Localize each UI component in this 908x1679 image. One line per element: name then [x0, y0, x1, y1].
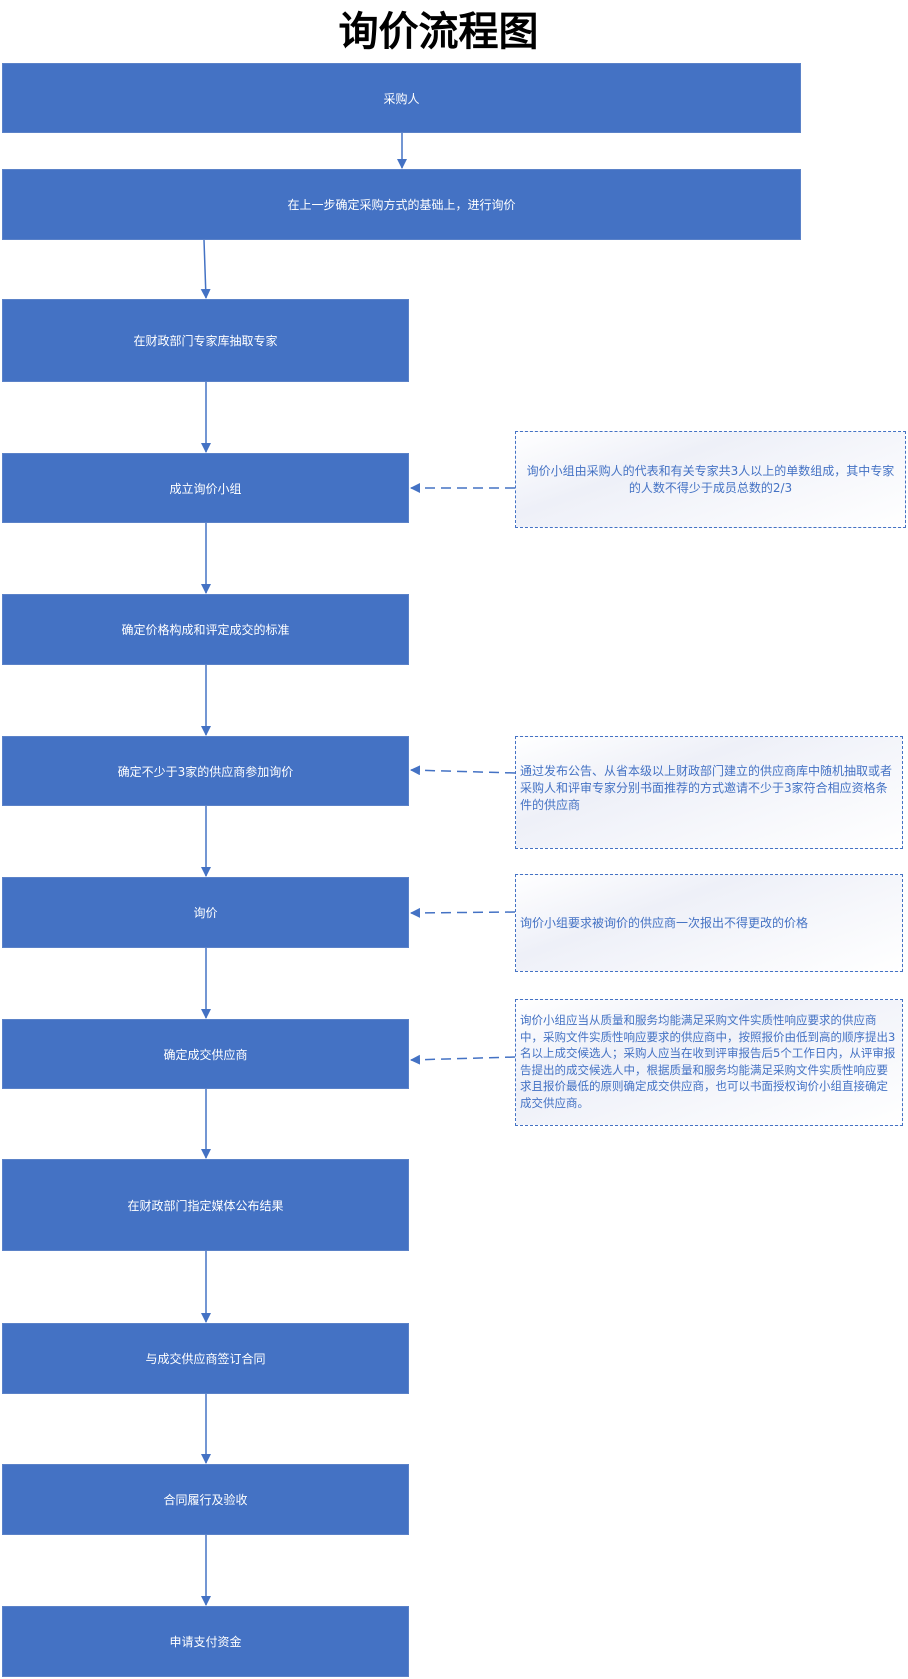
step-form-panel: 成立询价小组 [2, 453, 409, 523]
step-draw-experts: 在财政部门专家库抽取专家 [2, 299, 409, 382]
step-purchaser: 采购人 [2, 63, 801, 133]
arrow-2 [200, 239, 211, 299]
step-publish-result: 在财政部门指定媒体公布结果 [2, 1159, 409, 1251]
step-label: 申请支付资金 [169, 1635, 242, 1649]
note-arrows [410, 483, 516, 1065]
note-text: 询价小组要求被询价的供应商一次报出不得更改的价格 [520, 915, 809, 930]
step-inquiry: 询价 [2, 877, 409, 948]
step-request-payment: 申请支付资金 [2, 1606, 409, 1677]
note-text: 询价小组由采购人的代表和有关专家共3人以上的单数组成，其中专家的人数不得少于成员… [526, 463, 895, 495]
step-conduct-inquiry: 在上一步确定采购方式的基础上，进行询价 [2, 169, 801, 240]
note-one-time-quote: 询价小组要求被询价的供应商一次报出不得更改的价格 [515, 874, 903, 972]
step-select-supplier: 确定成交供应商 [2, 1019, 409, 1089]
step-label: 确定价格构成和评定成交的标准 [121, 623, 290, 637]
note-panel-composition: 询价小组由采购人的代表和有关专家共3人以上的单数组成，其中专家的人数不得少于成员… [515, 431, 906, 528]
note-arrow-2 [410, 765, 516, 776]
step-label: 在上一步确定采购方式的基础上，进行询价 [287, 198, 516, 212]
step-label: 确定不少于3家的供应商参加询价 [117, 764, 294, 779]
step-label: 采购人 [383, 91, 420, 106]
step-label: 在财政部门专家库抽取专家 [133, 334, 278, 348]
step-label: 在财政部门指定媒体公布结果 [127, 1198, 284, 1213]
flow-arrows [200, 133, 407, 1606]
note-arrow-3 [410, 907, 516, 918]
step-label: 成立询价小组 [169, 481, 242, 496]
step-price-criteria: 确定价格构成和评定成交的标准 [2, 594, 409, 665]
step-invite-suppliers: 确定不少于3家的供应商参加询价 [2, 736, 409, 806]
note-text: 通过发布公告、从省本级以上财政部门建立的供应商库中随机抽取或者采购人和评审专家分… [520, 764, 893, 812]
note-arrow-4 [410, 1054, 516, 1065]
step-label: 确定成交供应商 [163, 1047, 248, 1062]
step-sign-contract: 与成交供应商签订合同 [2, 1323, 409, 1394]
note-supplier-invitation: 通过发布公告、从省本级以上财政部门建立的供应商库中随机抽取或者采购人和评审专家分… [515, 736, 903, 849]
note-text: 询价小组应当从质量和服务均能满足采购文件实质性响应要求的供应商中，采购文件实质性… [520, 1013, 896, 1110]
page-title: 询价流程图 [338, 9, 539, 55]
step-label: 合同履行及验收 [163, 1493, 248, 1507]
step-label: 询价 [193, 906, 218, 920]
note-supplier-selection: 询价小组应当从质量和服务均能满足采购文件实质性响应要求的供应商中，采购文件实质性… [515, 999, 903, 1126]
step-label: 与成交供应商签订合同 [145, 1352, 266, 1366]
step-contract-acceptance: 合同履行及验收 [2, 1464, 409, 1535]
